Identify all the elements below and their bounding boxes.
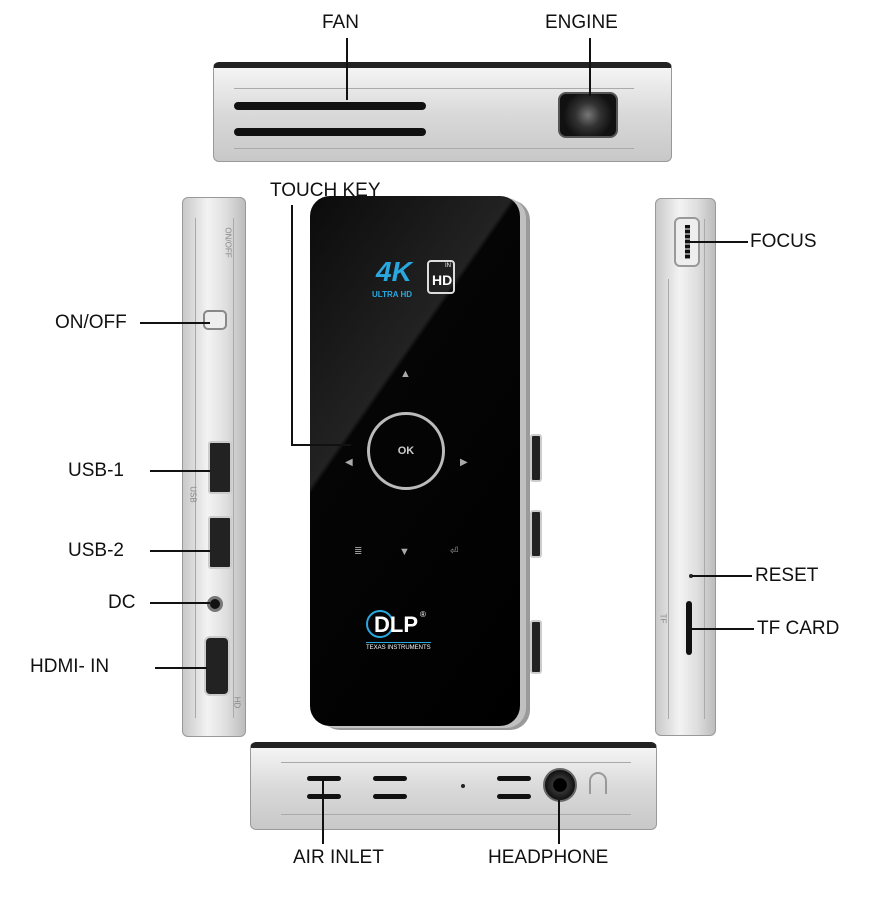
badge-hd-in: IN HD bbox=[427, 260, 455, 294]
label-headphone: HEADPHONE bbox=[488, 847, 609, 868]
dlp-ring bbox=[366, 610, 394, 638]
left-side-device: ON/OFF USB HD bbox=[182, 197, 246, 737]
badge-4k: 4K bbox=[376, 256, 412, 287]
leader-line bbox=[322, 780, 324, 844]
air-inlet-slot bbox=[307, 776, 341, 781]
side-engraving: USB bbox=[188, 486, 198, 503]
air-inlet-slot bbox=[497, 776, 531, 781]
ok-label: OK bbox=[397, 445, 415, 457]
label-dc: DC bbox=[108, 592, 136, 613]
badge-hd-text: HD bbox=[432, 272, 453, 288]
groove bbox=[281, 762, 631, 763]
texas-instruments-text: TEXAS INSTRUMENTS bbox=[366, 642, 431, 651]
right-side-device: TF bbox=[655, 198, 716, 736]
air-inlet-slot bbox=[373, 776, 407, 781]
groove bbox=[281, 814, 631, 815]
fan-vent-slot bbox=[234, 102, 426, 110]
groove bbox=[668, 279, 669, 719]
headphone-icon bbox=[589, 772, 607, 794]
usb-port-side bbox=[530, 434, 542, 482]
leader-line bbox=[692, 575, 752, 577]
usb-2-port[interactable] bbox=[208, 516, 232, 569]
touch-key-menu[interactable]: ≣ bbox=[354, 546, 363, 557]
label-hdmi-in: HDMI- IN bbox=[30, 656, 110, 677]
label-air-inlet: AIR INLET bbox=[293, 847, 384, 868]
label-fan: FAN bbox=[322, 12, 359, 33]
side-engraving: ON/OFF bbox=[223, 227, 233, 258]
leader-line bbox=[291, 205, 293, 445]
power-switch[interactable] bbox=[203, 310, 227, 330]
label-focus: FOCUS bbox=[750, 231, 817, 252]
front-side-ports bbox=[526, 420, 546, 690]
touch-key-ok[interactable]: OK bbox=[367, 412, 445, 490]
label-reset: RESET bbox=[755, 565, 819, 586]
leader-line bbox=[558, 800, 560, 844]
touch-key-back[interactable]: ⏎ bbox=[450, 546, 459, 557]
side-engraving: TF bbox=[658, 613, 668, 624]
groove bbox=[233, 218, 234, 718]
bottom-view-device bbox=[250, 742, 657, 830]
air-inlet-slot bbox=[307, 794, 341, 799]
front-touch-panel: 4K ULTRA HD IN HD ▲ OK ◀ ▶ ≣ ▼ ⏎ DLP ® T… bbox=[310, 196, 520, 726]
fan-vent-slot bbox=[234, 128, 426, 136]
groove bbox=[704, 219, 705, 719]
label-usb-1: USB-1 bbox=[68, 460, 124, 481]
groove bbox=[234, 148, 634, 149]
indicator-dot bbox=[461, 784, 465, 788]
label-touch-key: TOUCH KEY bbox=[270, 180, 381, 201]
touch-key-up[interactable]: ▲ bbox=[400, 368, 411, 380]
leader-line bbox=[589, 38, 591, 96]
dlp-reg: ® bbox=[420, 610, 426, 619]
groove bbox=[195, 218, 196, 718]
dc-jack[interactable] bbox=[207, 596, 223, 612]
leader-line bbox=[150, 550, 210, 552]
tf-card-slot[interactable] bbox=[686, 601, 692, 655]
leader-line bbox=[291, 444, 351, 446]
leader-line bbox=[346, 38, 348, 100]
leader-line bbox=[150, 602, 210, 604]
badge-in-text: IN bbox=[445, 263, 451, 269]
leader-line bbox=[155, 667, 207, 669]
engine-lens bbox=[558, 92, 618, 138]
label-usb-2: USB-2 bbox=[68, 540, 124, 561]
groove bbox=[234, 88, 634, 89]
touch-key-left[interactable]: ◀ bbox=[345, 457, 353, 468]
air-inlet-slot bbox=[373, 794, 407, 799]
reset-hole[interactable] bbox=[689, 574, 693, 578]
air-inlet-slot bbox=[497, 794, 531, 799]
label-engine: ENGINE bbox=[545, 12, 618, 33]
leader-line bbox=[140, 322, 210, 324]
touch-key-right[interactable]: ▶ bbox=[460, 457, 468, 468]
top-view-device bbox=[213, 62, 672, 162]
leader-line bbox=[690, 241, 748, 243]
label-tf-card: TF CARD bbox=[757, 618, 840, 639]
usb-port-side bbox=[530, 510, 542, 558]
leader-line bbox=[150, 470, 210, 472]
dlp-text: DLP bbox=[374, 612, 418, 637]
touch-key-down[interactable]: ▼ bbox=[399, 546, 410, 558]
leader-line bbox=[692, 628, 754, 630]
usb-1-port[interactable] bbox=[208, 441, 232, 494]
hdmi-port-side bbox=[530, 620, 542, 674]
side-engraving: HD bbox=[232, 696, 242, 709]
headphone-jack[interactable] bbox=[543, 768, 577, 802]
label-on-off: ON/OFF bbox=[55, 312, 127, 333]
focus-knurl bbox=[685, 225, 690, 259]
hdmi-in-port[interactable] bbox=[204, 636, 230, 696]
badge-ultra-hd: ULTRA HD bbox=[372, 290, 412, 299]
